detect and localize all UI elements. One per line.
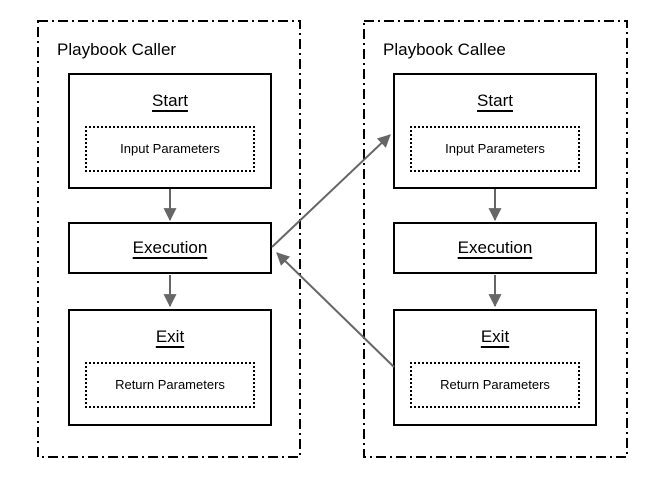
caller-input-parameters-label: Input Parameters [120, 141, 220, 156]
caller-start-title: Start [152, 91, 188, 110]
caller-return-parameters-box: Return Parameters [85, 362, 255, 408]
callee-return-parameters-label: Return Parameters [440, 377, 550, 392]
callee-group-label: Playbook Callee [383, 40, 506, 59]
arrow-return-callee-exit-to-caller-execution [276, 252, 395, 368]
caller-execution-title: Execution [132, 238, 208, 257]
callee-execution-node: Execution [393, 222, 597, 274]
caller-input-parameters-box: Input Parameters [85, 126, 255, 172]
callee-start-node: Start Input Parameters [393, 73, 597, 189]
callee-input-parameters-label: Input Parameters [445, 141, 545, 156]
callee-input-parameters-box: Input Parameters [410, 126, 580, 172]
caller-group-label: Playbook Caller [57, 40, 177, 59]
callee-return-parameters-box: Return Parameters [410, 362, 580, 408]
callee-exit-node: Exit Return Parameters [393, 309, 597, 426]
caller-exit-title: Exit [155, 327, 185, 346]
callee-execution-title: Execution [457, 238, 533, 257]
arrow-call-caller-execution-to-callee-start [271, 134, 391, 248]
callee-exit-title: Exit [480, 327, 510, 346]
callee-start-title: Start [477, 91, 513, 110]
caller-execution-node: Execution [68, 222, 272, 274]
caller-exit-node: Exit Return Parameters [68, 309, 272, 426]
caller-return-parameters-label: Return Parameters [115, 377, 225, 392]
caller-start-node: Start Input Parameters [68, 73, 272, 189]
